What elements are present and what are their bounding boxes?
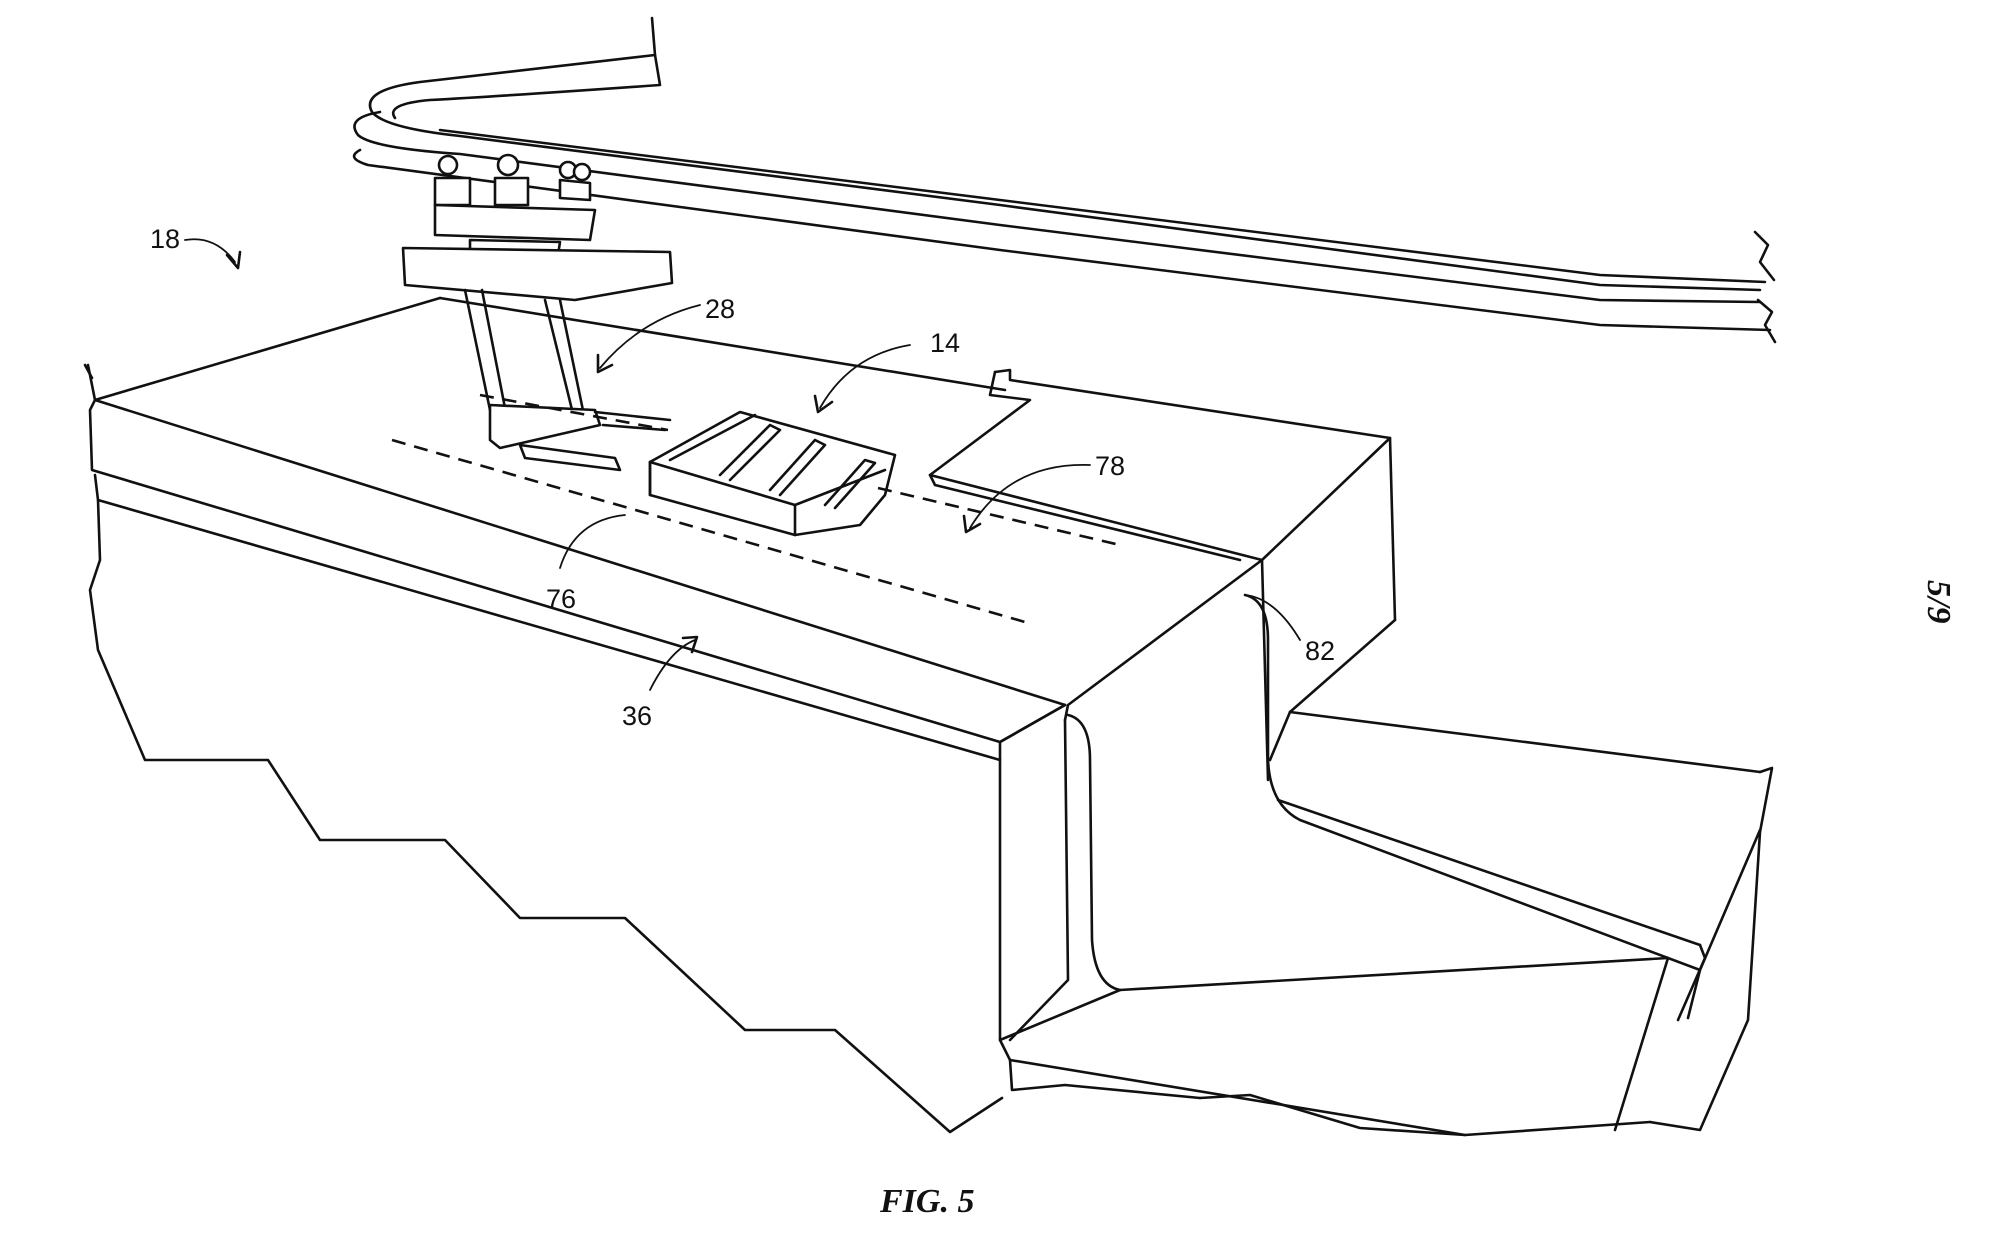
label-78: 78 (1095, 451, 1125, 481)
reference-labels: 18 28 14 78 76 82 36 (150, 224, 1335, 731)
bin (648, 410, 897, 537)
overhead-rail (352, 16, 1777, 344)
label-76: 76 (546, 584, 576, 614)
trolley-rollers (433, 153, 592, 207)
guide-paths (391, 393, 1121, 624)
label-14: 14 (930, 328, 960, 358)
leader-lines (184, 238, 1301, 691)
label-82: 82 (1305, 636, 1335, 666)
carriage (401, 203, 674, 302)
label-28: 28 (705, 294, 735, 324)
robot-arm (463, 288, 672, 472)
label-36: 36 (622, 701, 652, 731)
channel (1066, 593, 1762, 992)
sheet-number: 5/9 (1920, 580, 1957, 623)
label-18: 18 (150, 224, 180, 254)
raised-block (928, 368, 1397, 1042)
lower-step (998, 710, 1774, 1137)
figure-caption: FIG. 5 (879, 1183, 974, 1220)
